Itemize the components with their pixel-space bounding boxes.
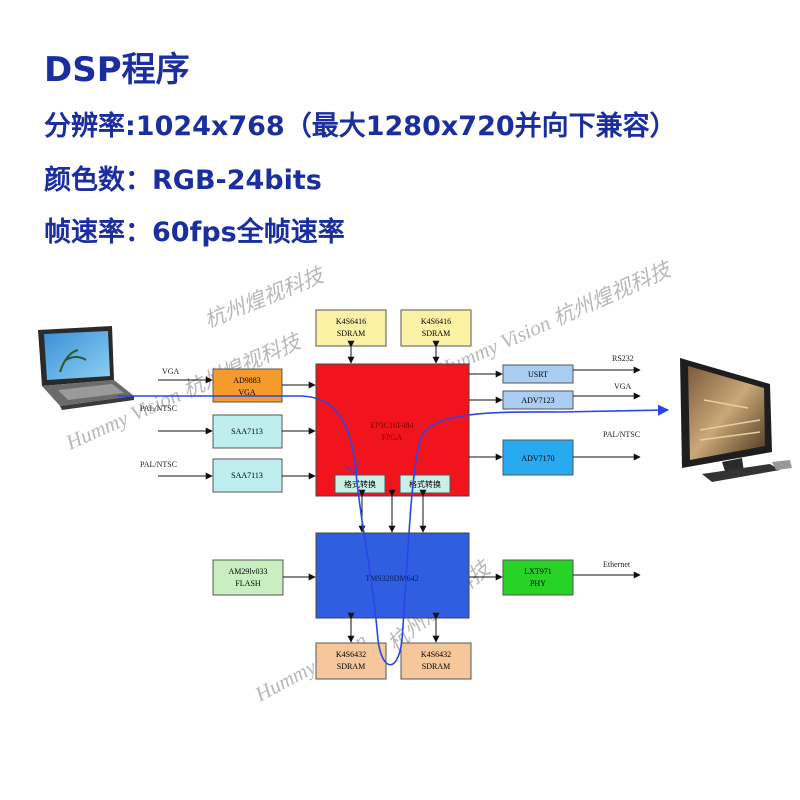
saa7113-1-label: SAA7113 (231, 427, 263, 436)
monitor-image (680, 358, 792, 482)
sdram-bottom-left-label-1: K4S6432 (336, 650, 366, 659)
sdram-top-left-label-1: K4S6416 (336, 317, 366, 326)
fpga-label-2: FPGA (382, 433, 403, 442)
ethernet-out-label: Ethernet (603, 560, 631, 569)
sdram-bottom-right-block: K4S6432 SDRAM (400, 642, 472, 680)
sdram-top-right-label-1: K4S6416 (421, 317, 451, 326)
fpga-label-1: EP3C16F484 (370, 421, 413, 430)
laptop-image (38, 326, 134, 410)
color-depth-spec: 颜色数：RGB-24bits (44, 165, 322, 196)
watermark-1: 杭州煌视科技 (201, 262, 330, 333)
ad9883-block: AD9883 VGA (212, 368, 283, 403)
sdram-top-right-block: K4S6416 SDRAM (400, 309, 472, 347)
sdram-bottom-right-label-2: SDRAM (422, 662, 450, 671)
connectors (158, 340, 641, 643)
ad9883-label-2: VGA (238, 388, 256, 397)
format-convert-1-label: 格式转换 (344, 479, 376, 489)
sdram-top-right-label-2: SDRAM (422, 329, 450, 338)
sdram-bottom-right-label-1: K4S6432 (421, 650, 451, 659)
pal-in-1-label: PAL/NTSC (140, 404, 177, 413)
phy-block: LXT971 PHY (502, 559, 574, 596)
pal-out-label: PAL/NTSC (603, 430, 640, 439)
flash-label-2: FLASH (235, 579, 261, 588)
saa7113-block-1: SAA7113 (212, 414, 283, 449)
usrt-block: USRT (502, 364, 574, 384)
sdram-bottom-left-label-2: SDRAM (337, 662, 365, 671)
resolution-spec: 分辨率:1024x768（最大1280x720并向下兼容） (44, 111, 677, 142)
flow-arrowhead-icon (345, 461, 359, 476)
flash-label-1: AM29lv033 (228, 567, 267, 576)
dsp-label: TMS320DM642 (365, 574, 418, 583)
format-convert-2-label: 格式转换 (409, 479, 441, 489)
adv7170-label: ADV7170 (521, 454, 554, 463)
vga-in-label: VGA (162, 367, 180, 376)
usrt-label: USRT (528, 370, 548, 379)
video-flow-path (118, 395, 670, 666)
pal-in-2-label: PAL/NTSC (140, 460, 177, 469)
phy-label-1: LXT971 (524, 567, 552, 576)
adv7123-block: ADV7123 (502, 390, 574, 410)
rs232-out-label: RS232 (612, 354, 634, 363)
phy-label-2: PHY (530, 579, 546, 588)
saa7113-block-2: SAA7113 (212, 458, 283, 493)
dsp-block: TMS320DM642 (315, 532, 470, 619)
adv7123-label: ADV7123 (521, 396, 554, 405)
sdram-bottom-left-block: K4S6432 SDRAM (315, 642, 387, 680)
sdram-top-left-block: K4S6416 SDRAM (315, 309, 387, 347)
vga-out-label: VGA (614, 382, 632, 391)
sdram-top-left-label-2: SDRAM (337, 329, 365, 338)
format-convert-block-1: 格式转换 (334, 474, 386, 494)
page-title: DSP程序 (44, 50, 190, 90)
flash-block: AM29lv033 FLASH (212, 559, 284, 596)
adv7170-block: ADV7170 (502, 439, 574, 476)
signal-labels: VGA PAL/NTSC PAL/NTSC RS232 VGA PAL/NTSC… (140, 354, 640, 569)
format-convert-block-2: 格式转换 (399, 474, 451, 494)
frame-rate-spec: 帧速率：60fps全帧速率 (44, 217, 345, 248)
fpga-block: EP3C16F484 FPGA (315, 363, 470, 497)
ad9883-label-1: AD9883 (233, 376, 261, 385)
saa7113-2-label: SAA7113 (231, 471, 263, 480)
